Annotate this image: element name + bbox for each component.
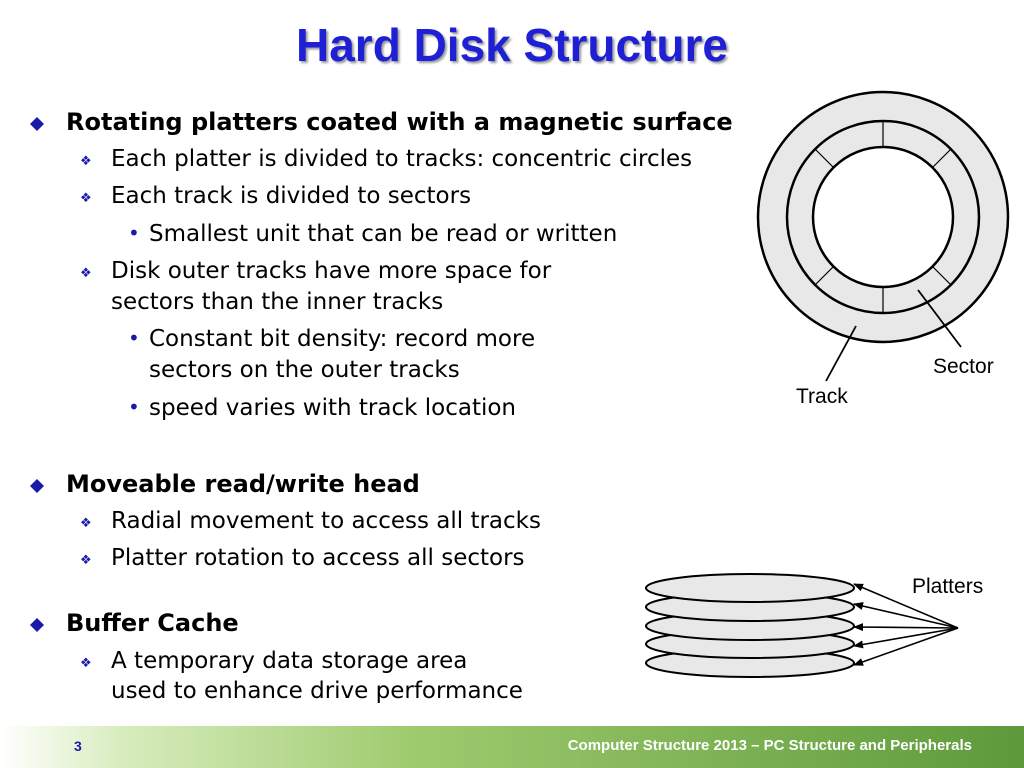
subsubbullet-smallest-unit: Smallest unit that can be read or writte… [149, 221, 618, 247]
dot-bullet-icon: • [128, 221, 140, 245]
subsubbullet-speed-varies: speed varies with track location [149, 395, 517, 421]
diamond-bullet-icon [30, 479, 44, 493]
four-diamond-bullet-icon: ❖ [80, 553, 92, 568]
bullet-read-write-head: Moveable read/write head [66, 470, 420, 498]
sector-label: Sector [933, 355, 994, 378]
subsubbullet-bit-density-line1: Constant bit density: record more [149, 326, 536, 352]
four-diamond-bullet-icon: ❖ [80, 266, 92, 281]
four-diamond-bullet-icon: ❖ [80, 191, 92, 206]
track-label: Track [796, 385, 848, 408]
subbullet-temp-storage-line2: used to enhance drive performance [111, 678, 523, 704]
dot-bullet-icon: • [128, 326, 140, 350]
diamond-bullet-icon [30, 117, 44, 131]
disk-top-view [756, 90, 1010, 382]
page-number: 3 [74, 738, 82, 754]
diamond-bullet-icon [30, 618, 44, 632]
subbullet-sectors: Each track is divided to sectors [111, 183, 472, 209]
footer-bar: 3 Computer Structure 2013 – PC Structure… [0, 726, 1024, 768]
hard-disk-diagram [645, 90, 1010, 678]
platters-label: Platters [912, 575, 984, 598]
dot-bullet-icon: • [128, 395, 140, 419]
four-diamond-bullet-icon: ❖ [80, 154, 92, 169]
four-diamond-bullet-icon: ❖ [80, 516, 92, 531]
subsubbullet-bit-density-line2: sectors on the outer tracks [149, 357, 460, 383]
bullet-buffer-cache: Buffer Cache [66, 609, 239, 637]
bullet-rotating-platters: Rotating platters coated with a magnetic… [66, 108, 733, 136]
slide-title: Hard Disk Structure [295, 19, 728, 71]
subbullet-tracks: Each platter is divided to tracks: conce… [111, 146, 693, 172]
subbullet-radial-movement: Radial movement to access all tracks [111, 508, 541, 534]
subbullet-outer-tracks-line1: Disk outer tracks have more space for [111, 258, 552, 284]
footer-course-title: Computer Structure 2013 – PC Structure a… [567, 737, 972, 754]
platter-stack [645, 573, 959, 678]
subbullet-platter-rotation: Platter rotation to access all sectors [111, 545, 525, 571]
four-diamond-bullet-icon: ❖ [80, 656, 92, 671]
subbullet-outer-tracks-line2: sectors than the inner tracks [111, 289, 444, 315]
subbullet-temp-storage-line1: A temporary data storage area [111, 648, 468, 674]
